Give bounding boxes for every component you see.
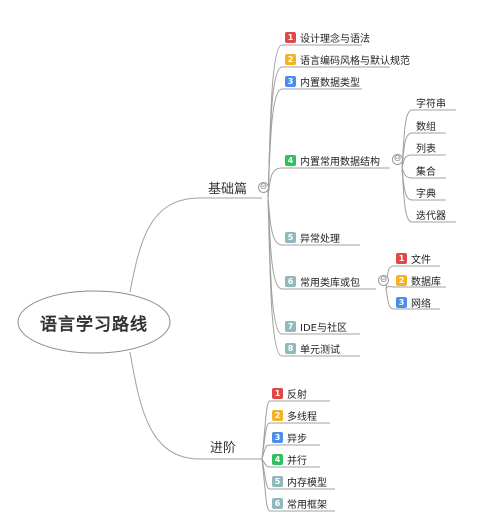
collapse-icon[interactable]: ⊖ xyxy=(258,182,269,193)
topic-label: 文件 xyxy=(411,254,431,266)
topic-builtin-types[interactable]: 3 内置数据类型 xyxy=(285,73,360,89)
topic-label: 多线程 xyxy=(287,411,317,423)
topic-label: 设计理念与语法 xyxy=(300,33,370,45)
subtopic-database[interactable]: 2 数据库 xyxy=(396,272,441,288)
collapse-icon[interactable]: ⊖ xyxy=(392,154,403,165)
root-to-basics-line xyxy=(129,197,262,293)
priority-8-icon: 8 xyxy=(285,342,296,354)
root-to-advanced-line xyxy=(129,351,262,460)
priority-7-icon: 7 xyxy=(285,320,296,332)
topic-label: 数据库 xyxy=(411,276,441,288)
priority-6-icon: 6 xyxy=(285,275,296,287)
priority-4-icon: 4 xyxy=(285,154,296,166)
subtopic-file[interactable]: 1 文件 xyxy=(396,250,431,266)
branch-advanced[interactable]: 进阶 xyxy=(210,441,237,456)
topic-design-syntax[interactable]: 1 设计理念与语法 xyxy=(285,29,370,45)
topic-multithreading[interactable]: 2 多线程 xyxy=(272,407,317,423)
branch-basics[interactable]: 基础篇 xyxy=(208,182,248,197)
subtopic-dict[interactable]: 字典 xyxy=(416,188,436,200)
topic-libraries[interactable]: 6 常用类库或包 xyxy=(285,273,360,289)
priority-1-icon: 1 xyxy=(272,387,283,399)
topic-label: 异步 xyxy=(287,433,307,445)
topic-data-structures[interactable]: 4 内置常用数据结构 xyxy=(285,152,380,168)
topic-label: 并行 xyxy=(287,455,307,467)
topic-label: 内存模型 xyxy=(287,477,327,489)
priority-1-icon: 1 xyxy=(285,31,296,43)
topic-parallel[interactable]: 4 并行 xyxy=(272,451,307,467)
priority-2-icon: 2 xyxy=(396,274,407,286)
topic-label: 异常处理 xyxy=(300,233,340,245)
topic-exceptions[interactable]: 5 异常处理 xyxy=(285,229,340,245)
priority-1-icon: 1 xyxy=(396,252,407,264)
topic-label: 常用框架 xyxy=(287,499,327,511)
priority-2-icon: 2 xyxy=(272,409,283,421)
subtopic-iterator[interactable]: 迭代器 xyxy=(416,210,446,222)
priority-3-icon: 3 xyxy=(396,296,407,308)
topic-label: 网络 xyxy=(411,298,431,310)
topic-label: 常用类库或包 xyxy=(300,277,360,289)
topic-label: IDE与社区 xyxy=(300,322,347,334)
advanced-connectors xyxy=(261,400,335,512)
collapse-icon[interactable]: ⊖ xyxy=(378,275,389,286)
subtopic-network[interactable]: 3 网络 xyxy=(396,294,431,310)
topic-memory-model[interactable]: 5 内存模型 xyxy=(272,473,327,489)
root-node xyxy=(17,290,171,354)
root-topic[interactable]: 语言学习路线 xyxy=(40,314,148,335)
priority-5-icon: 5 xyxy=(285,231,296,243)
priority-3-icon: 3 xyxy=(285,75,296,87)
priority-6-icon: 6 xyxy=(272,497,283,509)
priority-3-icon: 3 xyxy=(272,431,283,443)
topic-unit-testing[interactable]: 8 单元测试 xyxy=(285,340,340,356)
topic-reflection[interactable]: 1 反射 xyxy=(272,385,307,401)
topic-coding-style[interactable]: 2 语言编码风格与默认规范 xyxy=(285,51,410,67)
topic-label: 单元测试 xyxy=(300,344,340,356)
topic-frameworks[interactable]: 6 常用框架 xyxy=(272,495,327,511)
priority-4-icon: 4 xyxy=(272,453,283,465)
priority-5-icon: 5 xyxy=(272,475,283,487)
topic-label: 语言编码风格与默认规范 xyxy=(300,55,410,67)
topic-label: 反射 xyxy=(287,389,307,401)
subtopic-set[interactable]: 集合 xyxy=(416,166,436,178)
topic-ide-community[interactable]: 7 IDE与社区 xyxy=(285,318,347,334)
subtopic-array[interactable]: 数组 xyxy=(416,121,436,133)
topic-label: 内置常用数据结构 xyxy=(300,156,380,168)
basics-connectors xyxy=(267,44,456,357)
priority-2-icon: 2 xyxy=(285,53,296,65)
subtopic-list[interactable]: 列表 xyxy=(416,143,436,155)
topic-label: 内置数据类型 xyxy=(300,77,360,89)
topic-async[interactable]: 3 异步 xyxy=(272,429,307,445)
subtopic-string[interactable]: 字符串 xyxy=(416,98,446,110)
